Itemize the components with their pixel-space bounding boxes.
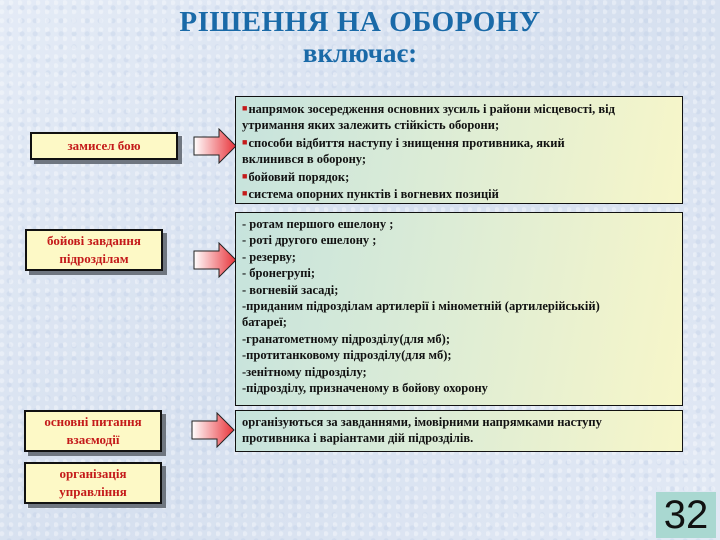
content-line: ■система опорних пунктів і вогневих пози… (242, 187, 499, 202)
label-box-interaction-issues: основні питання взаємодії (24, 410, 162, 452)
content-line: - вогневій засаді; (242, 282, 339, 297)
content-line: ■способи відбиття наступу і знищення про… (242, 135, 565, 150)
label-text: замисел бою (67, 138, 141, 153)
arrow-right-icon (193, 242, 237, 278)
slide-title: РІШЕННЯ НА ОБОРОНУ (179, 6, 541, 38)
bullet-icon: ■ (242, 170, 248, 181)
label-box-battle-concept: замисел бою (30, 132, 178, 160)
content-box-interaction: організуються за завданнями, імовірними … (235, 410, 683, 452)
content-line: -протитанковому підрозділу(для мб); (242, 348, 452, 363)
content-line: утримання яких залежить стійкість оборон… (242, 118, 500, 133)
slide-subtitle: включає: (302, 38, 418, 68)
label-text: основні питання (44, 414, 142, 429)
content-line: організуються за завданнями, імовірними … (242, 415, 602, 429)
label-text: організація (59, 466, 127, 481)
label-box-command-organization: організація управління (24, 462, 162, 504)
label-text: управління (59, 484, 127, 499)
content-line: -гранатометному підрозділу(для мб); (242, 331, 450, 346)
content-line: ■бойовий порядок; (242, 169, 350, 184)
content-line: - резерву; (242, 249, 296, 264)
content-box-combat-tasks: - ротам першого ешелону ; - роті другого… (235, 212, 683, 406)
bullet-icon: ■ (242, 188, 248, 199)
content-line: ■напрямок зосередження основних зусиль і… (242, 102, 615, 116)
content-line: - бронегрупі; (242, 266, 316, 281)
label-box-combat-tasks: бойові завдання підрозділам (25, 229, 163, 271)
bullet-icon: ■ (242, 103, 248, 113)
content-line: батареї; (242, 315, 287, 330)
label-text: взаємодії (66, 432, 120, 447)
content-line: -приданим підрозділам артилерії і міноме… (242, 299, 600, 314)
bullet-icon: ■ (242, 136, 248, 147)
content-line: -підрозділу, призначеному в бойову охоро… (242, 381, 488, 396)
content-line: - ротам першого ешелону ; (242, 217, 394, 231)
label-text: підрозділам (59, 251, 129, 266)
arrow-right-icon (191, 412, 235, 448)
arrow-right-icon (193, 128, 237, 164)
content-line: -зенітному підрозділу; (242, 364, 367, 379)
content-line: - роті другого ешелону ; (242, 233, 377, 248)
content-box-battle-concept: ■напрямок зосередження основних зусиль і… (235, 96, 683, 204)
label-text: бойові завдання (47, 233, 141, 248)
page-number: 32 (656, 492, 716, 538)
content-line: противника і варіантами дій підрозділів. (242, 431, 474, 446)
content-line: вклинився в оборону; (242, 152, 367, 167)
